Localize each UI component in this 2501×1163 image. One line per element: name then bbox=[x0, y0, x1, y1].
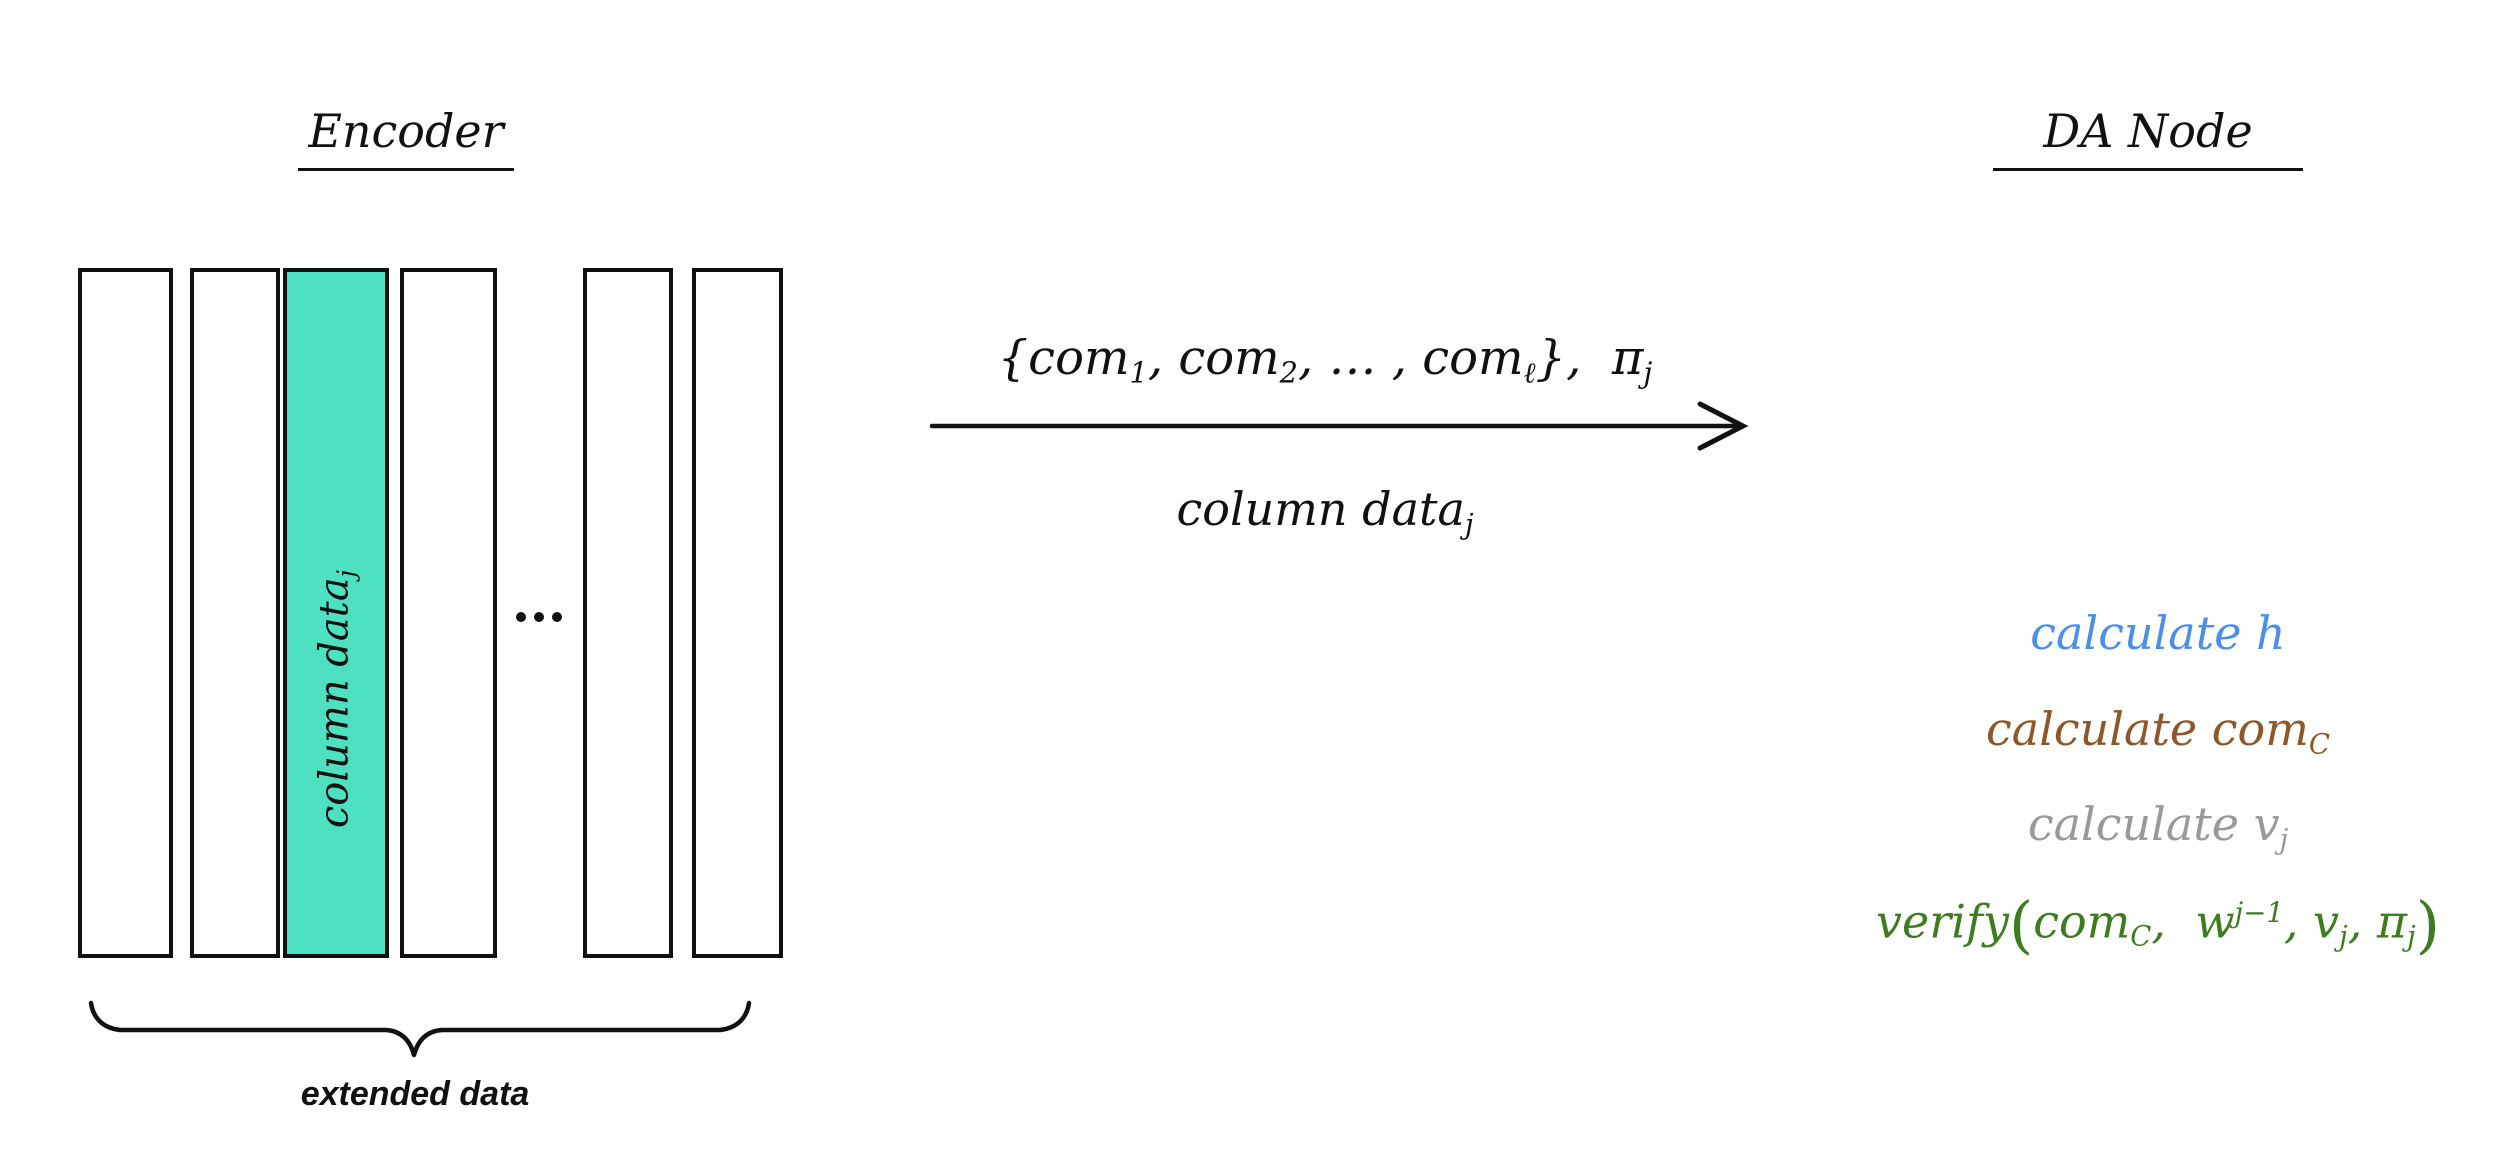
step-calculate-h: calculate h bbox=[2030, 606, 2286, 660]
data-column-1 bbox=[78, 268, 173, 958]
column-data-transfer-label: column dataj bbox=[1176, 482, 1474, 541]
data-column-6 bbox=[692, 268, 783, 958]
columns-ellipsis-icon bbox=[516, 612, 562, 622]
da-node-title: DA Node bbox=[1993, 104, 2303, 171]
encoder-title: Encoder bbox=[298, 104, 514, 171]
data-column-5 bbox=[583, 268, 673, 958]
data-column-2 bbox=[190, 268, 280, 958]
step-calculate-v-j: calculate vj bbox=[2027, 797, 2289, 856]
extended-data-brace bbox=[88, 1000, 752, 1058]
step-calculate-com-c: calculate comC bbox=[1986, 702, 2330, 761]
data-column-4 bbox=[400, 268, 497, 958]
highlighted-column-j: column dataj bbox=[283, 268, 389, 958]
transfer-arrow-icon bbox=[929, 401, 1749, 451]
column-data-j-label: column dataj bbox=[311, 569, 361, 829]
step-verify: verify(comC, wj−1, vj, πj) bbox=[1876, 888, 2440, 961]
extended-data-label: extended data bbox=[300, 1075, 530, 1113]
commitments-proof-label: {com1, com2, … , comℓ}, πj bbox=[997, 330, 1653, 390]
